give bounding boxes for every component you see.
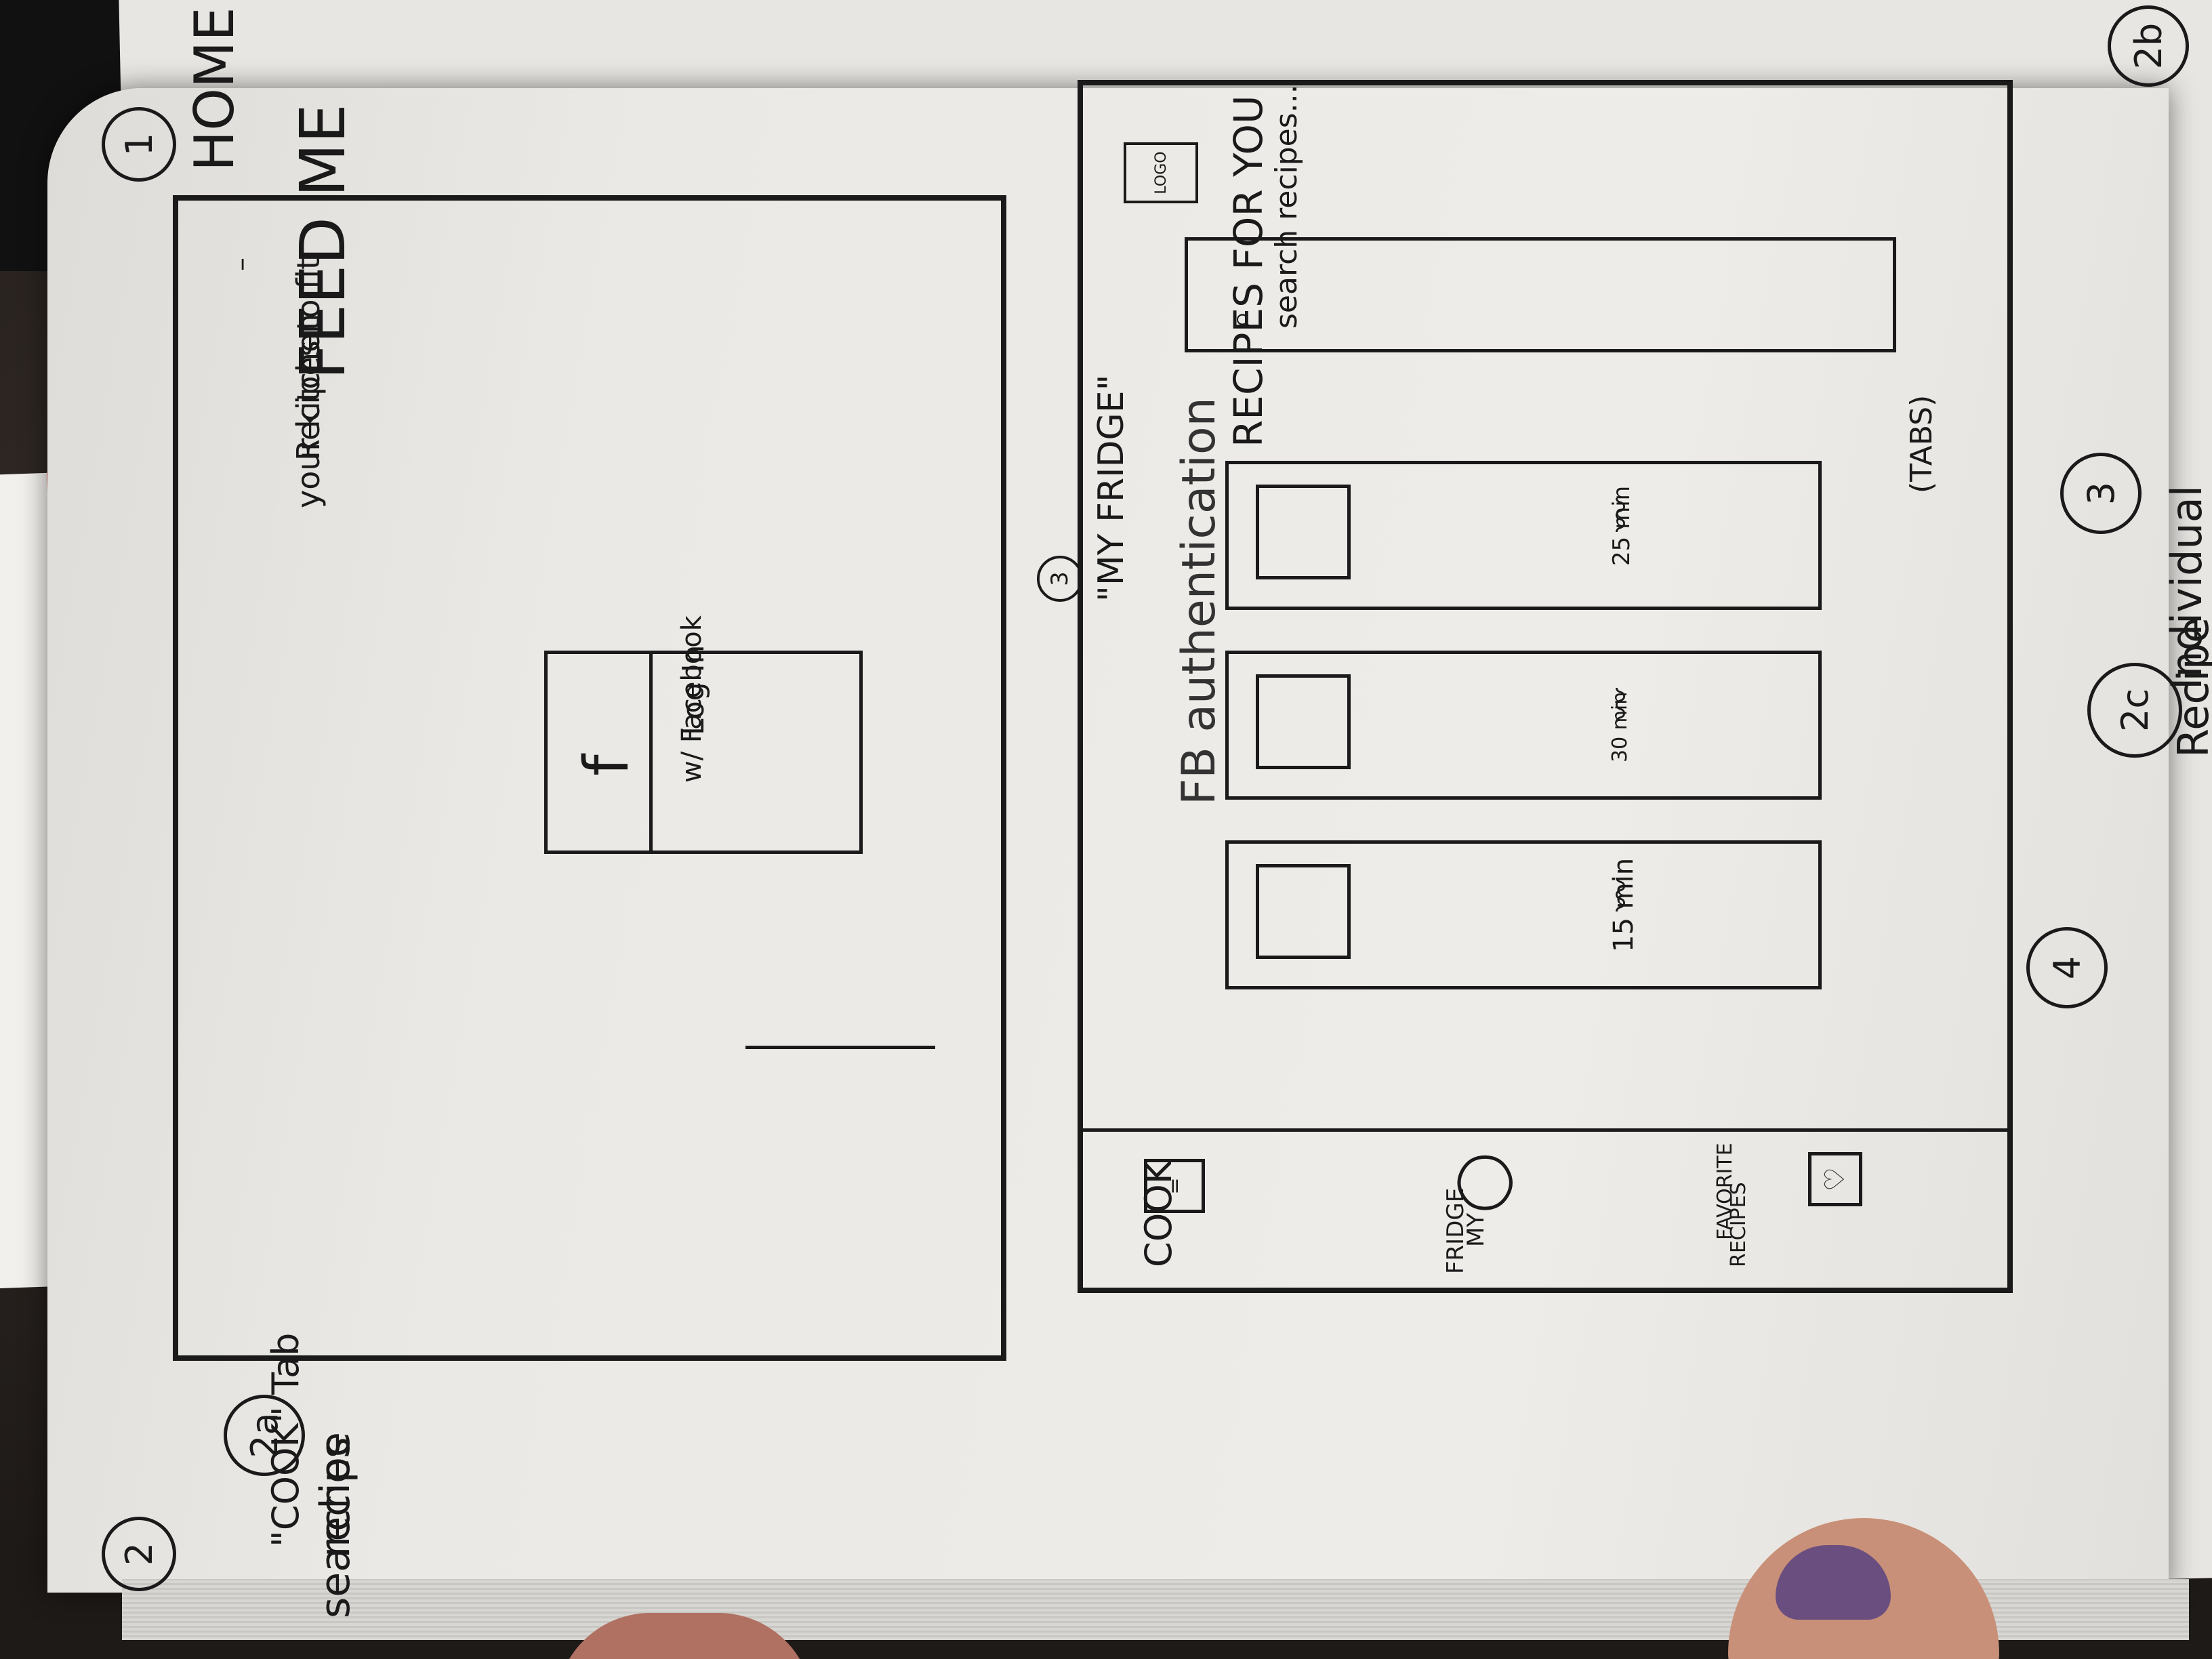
tab4-number: 4 [2026, 927, 2108, 1008]
logo-text: LOGO [1152, 151, 1170, 194]
thumbnail [1776, 1545, 1891, 1620]
tab-fridge-line2: FRIDGE [1442, 1187, 1469, 1274]
search-placeholder: search recipes... [1269, 84, 1304, 329]
search-number-text: 2a [243, 1412, 286, 1458]
section-title: RECIPES FOR YOU [1225, 95, 1271, 447]
login-line2: w/ Facebook [676, 615, 708, 783]
tab4-number-text: 4 [2045, 956, 2089, 980]
home-screen-frame: – FEED ME Recipes to fit your kitchen f … [173, 104, 1006, 1361]
recipe-card[interactable]: 〰 30 min [1225, 651, 1822, 800]
tab-my-fridge[interactable]: ◯ MY FRIDGE [1422, 1139, 1625, 1274]
tab3-number-text: 3 [2079, 481, 2123, 506]
recipe-image [1256, 864, 1351, 959]
facebook-login-button[interactable]: f Log In w/ Facebook [544, 615, 863, 854]
arrow-to-fridge [745, 1046, 935, 1049]
tab3-number: 3 [2060, 453, 2142, 534]
home-dash: – [226, 258, 257, 271]
heart-icon: ♡ [1808, 1152, 1862, 1206]
recipe-time: 15 min [1608, 857, 1639, 952]
tabs-note: (TABS) [1904, 394, 1939, 493]
search-number: 2a [224, 1395, 305, 1476]
recipe-card[interactable]: 〰 15 min [1225, 840, 1822, 989]
tab-cook-label: COOK [1137, 1160, 1180, 1267]
home-number: 1 [102, 107, 176, 182]
tab-favorite-recipes[interactable]: ♡ FAVORITE RECIPES [1706, 1139, 1978, 1274]
cook-number-text: 2 [117, 1542, 161, 1566]
facebook-icon: f [571, 754, 642, 776]
recipe-time: 30 min [1608, 691, 1632, 762]
corner-number-text: 2b [2127, 22, 2170, 70]
home-number-text: 1 [117, 132, 161, 157]
cook-number: 2 [102, 1517, 176, 1591]
recipe-note-line2: Recipe [2169, 617, 2212, 758]
recipe-image [1256, 674, 1351, 769]
tab-cook[interactable]: = COOK [1124, 1139, 1327, 1274]
corner-number-top: 2b [2108, 5, 2189, 87]
my-fridge-number: 3 [1037, 556, 1083, 602]
logo-box: LOGO [1124, 142, 1198, 203]
search-input[interactable]: ⌕ search recipes... [1185, 84, 1896, 352]
tab-favorite-line2: RECIPES [1727, 1182, 1750, 1267]
sketch-page [47, 88, 2169, 1593]
my-fridge-number-text: 3 [1046, 571, 1073, 586]
recipe-image [1256, 485, 1351, 579]
tagline-line2: your kitchen [290, 313, 327, 508]
search-note-line2: searches [312, 1437, 359, 1618]
home-heading: HOME [183, 7, 246, 171]
button-divider [649, 654, 653, 851]
recipe-time: 25 min [1608, 485, 1635, 566]
tab-bar-divider [1083, 1128, 2007, 1132]
recipe-number-text: 2c [2113, 688, 2156, 733]
recipe-card[interactable]: 〰 25 min [1225, 461, 1822, 610]
cook-screen-frame: LOGO ⌕ search recipes... RECIPES FOR YOU… [1078, 80, 2013, 1293]
